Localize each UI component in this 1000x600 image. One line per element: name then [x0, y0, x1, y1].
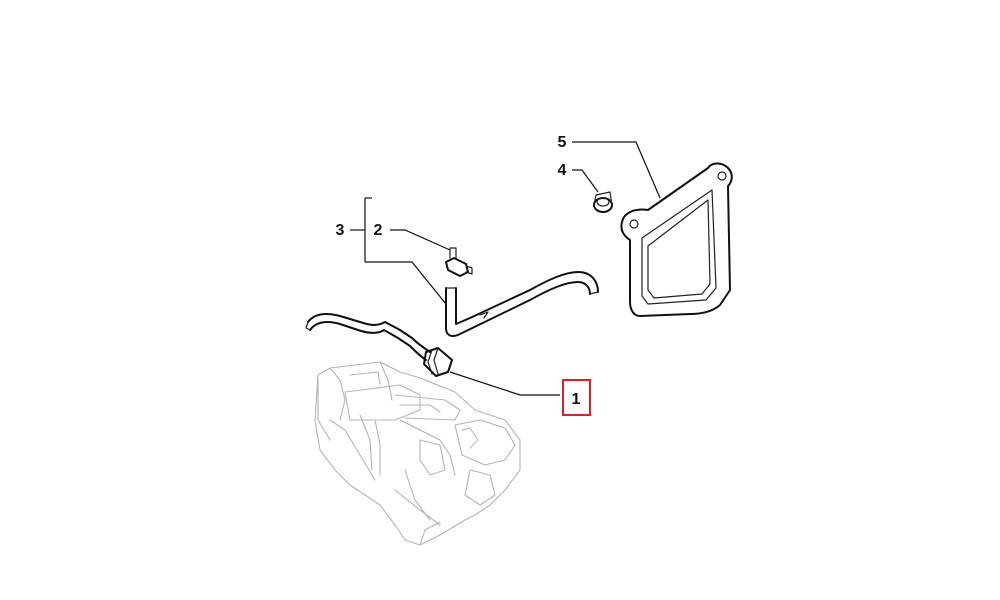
heater-hose-part-1	[305, 313, 453, 377]
callout-3: 3	[336, 222, 345, 239]
leader-line-3-pipe	[365, 261, 447, 305]
callout-2: 2	[374, 222, 383, 239]
callout-1: 1	[572, 391, 581, 408]
leader-lines	[350, 141, 661, 396]
coolant-pipe-part-3	[445, 271, 599, 337]
leader-line-1	[449, 371, 560, 396]
plug-part-4	[593, 191, 613, 213]
bleed-fitting-part-2	[445, 247, 473, 277]
heater-housing	[314, 361, 521, 546]
leader-line-5	[572, 141, 661, 199]
callout-5: 5	[558, 134, 567, 151]
callout-1-highlight-box	[562, 379, 591, 416]
callout-4: 4	[558, 162, 567, 179]
gasket-part-5	[620, 162, 733, 317]
leader-line-2	[390, 229, 451, 251]
leader-line-4	[572, 169, 599, 193]
